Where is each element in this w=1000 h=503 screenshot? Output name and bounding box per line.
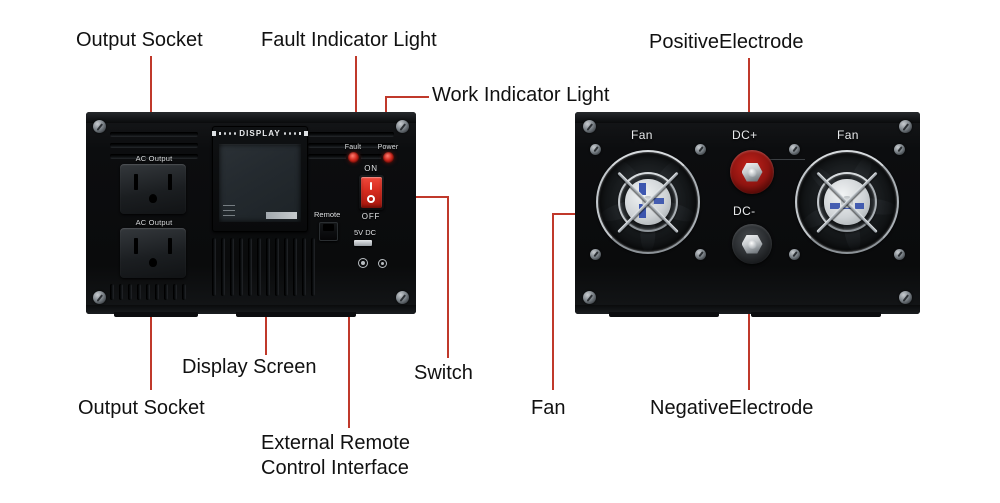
dc-negative-terminal[interactable] bbox=[732, 224, 772, 264]
front-screw-bottom-left bbox=[93, 291, 106, 304]
fault-led bbox=[347, 152, 359, 163]
callout-display-screen: Display Screen bbox=[182, 356, 317, 378]
front-foot-right bbox=[236, 312, 356, 317]
fan-left-screw-tr bbox=[695, 144, 706, 155]
fault-indicator-group: Fault bbox=[340, 144, 366, 163]
display-deco-dot-l2 bbox=[229, 132, 232, 135]
fan-left-label: Fan bbox=[631, 128, 653, 142]
rear-bottom-bevel bbox=[575, 305, 920, 314]
cooling-fan-left bbox=[590, 144, 706, 260]
display-deco-dot-l1 bbox=[224, 132, 227, 135]
display-deco-square-left bbox=[212, 131, 216, 136]
callout-switch: Switch bbox=[414, 362, 473, 384]
callout-fan-bottom: Fan bbox=[531, 397, 566, 419]
dc-port-label: 5V DC bbox=[354, 228, 377, 237]
rear-foot-left bbox=[609, 312, 719, 317]
ac-outlet-top[interactable] bbox=[120, 164, 186, 214]
power-led bbox=[382, 152, 394, 163]
power-led-label: Power bbox=[377, 144, 399, 151]
ac-output-label-bottom: AC Output bbox=[135, 218, 173, 227]
rear-screw-top-right bbox=[899, 120, 912, 133]
front-fins-center bbox=[212, 238, 315, 296]
leader-fan-v bbox=[552, 213, 554, 390]
fan-right-screw-br bbox=[894, 249, 905, 260]
cooling-fan-right bbox=[789, 144, 905, 260]
leader-external-remote bbox=[348, 232, 350, 428]
power-indicator-group: Power bbox=[374, 144, 402, 163]
front-screw-top-right bbox=[396, 120, 409, 133]
fan-right-screw-tr bbox=[894, 144, 905, 155]
fan-right-label: Fan bbox=[837, 128, 859, 142]
front-bottom-bevel bbox=[86, 305, 416, 314]
callout-output-socket-top: Output Socket bbox=[76, 29, 203, 51]
dc-positive-nut bbox=[741, 162, 763, 182]
rear-screw-bottom-right bbox=[899, 291, 912, 304]
switch-off-mark-icon bbox=[367, 195, 375, 203]
callout-external-remote-line2: Control Interface bbox=[261, 457, 409, 479]
front-screw-top-left bbox=[93, 120, 106, 133]
rear-top-bevel bbox=[575, 112, 920, 123]
fan-left-screw-bl bbox=[590, 249, 601, 260]
display-deco-dot-r1 bbox=[283, 132, 286, 135]
terminal-wire bbox=[765, 159, 805, 161]
rear-foot-right bbox=[751, 312, 881, 317]
power-rocker-switch[interactable] bbox=[358, 175, 384, 210]
fan-left-screw-br bbox=[695, 249, 706, 260]
display-deco-dot-r2 bbox=[288, 132, 291, 135]
fault-led-label: Fault bbox=[344, 144, 362, 151]
front-top-bevel bbox=[86, 112, 416, 123]
remote-label: Remote bbox=[314, 210, 341, 219]
leader-negative-electrode bbox=[748, 262, 750, 390]
leader-work-indicator-h bbox=[385, 96, 429, 98]
dc-negative-label: DC- bbox=[733, 204, 756, 218]
display-deco-dot-l3 bbox=[234, 132, 237, 135]
display-deco-square-left-2 bbox=[218, 131, 222, 136]
ac-output-label-top: AC Output bbox=[135, 154, 173, 163]
remote-control-jack[interactable] bbox=[319, 222, 338, 241]
display-header: DISPLAY bbox=[212, 126, 309, 141]
fan-right-wire-guard bbox=[791, 146, 903, 258]
dc-negative-nut bbox=[741, 234, 763, 254]
display-deco-square-right bbox=[304, 131, 309, 136]
leader-fault-indicator bbox=[355, 56, 357, 156]
leader-output-socket-bottom bbox=[150, 268, 152, 390]
fan-left-wire-guard bbox=[592, 146, 704, 258]
fan-right-screw-tl bbox=[789, 144, 800, 155]
callout-fault-indicator-light: Fault Indicator Light bbox=[261, 29, 437, 51]
inverter-rear-panel: Fan DC+ Fan DC- bbox=[575, 112, 920, 317]
power-switch-group[interactable]: ON OFF bbox=[348, 164, 394, 221]
dc-positive-terminal[interactable] bbox=[730, 150, 774, 194]
fan-left-screw-tl bbox=[590, 144, 601, 155]
display-deco-dot-r3 bbox=[293, 132, 296, 135]
inverter-front-panel: AC Output AC Output DISPL bbox=[86, 112, 416, 317]
ac-outlet-bottom[interactable] bbox=[120, 228, 186, 278]
rear-screw-bottom-left bbox=[583, 291, 596, 304]
rear-screw-top-left bbox=[583, 120, 596, 133]
callout-work-indicator-light: Work Indicator Light bbox=[432, 84, 610, 106]
usb-5v-dc-port[interactable] bbox=[354, 240, 372, 246]
callout-output-socket-bottom: Output Socket bbox=[78, 397, 205, 419]
callout-negative-electrode: NegativeElectrode bbox=[650, 397, 814, 419]
leader-switch-v bbox=[447, 196, 449, 358]
front-screw-bottom-right bbox=[396, 291, 409, 304]
lcd-display-screen[interactable] bbox=[219, 144, 301, 222]
display-module: DISPLAY bbox=[212, 126, 309, 232]
front-foot-left bbox=[114, 312, 198, 317]
switch-on-label: ON bbox=[364, 164, 378, 173]
leader-switch-h bbox=[385, 196, 448, 198]
dc-positive-label: DC+ bbox=[732, 128, 758, 142]
callout-external-remote-line1: External Remote bbox=[261, 432, 410, 454]
switch-off-label: OFF bbox=[361, 212, 381, 221]
front-fins-left bbox=[110, 284, 186, 300]
front-vents-left bbox=[110, 132, 198, 159]
display-deco-square-right-2 bbox=[298, 131, 302, 136]
fan-right-screw-bl bbox=[789, 249, 800, 260]
display-title: DISPLAY bbox=[239, 129, 281, 138]
switch-on-mark-icon bbox=[370, 182, 372, 190]
ground-icon bbox=[378, 259, 387, 268]
fuse-icon bbox=[358, 258, 368, 268]
callout-positive-electrode: PositiveElectrode bbox=[649, 31, 804, 53]
